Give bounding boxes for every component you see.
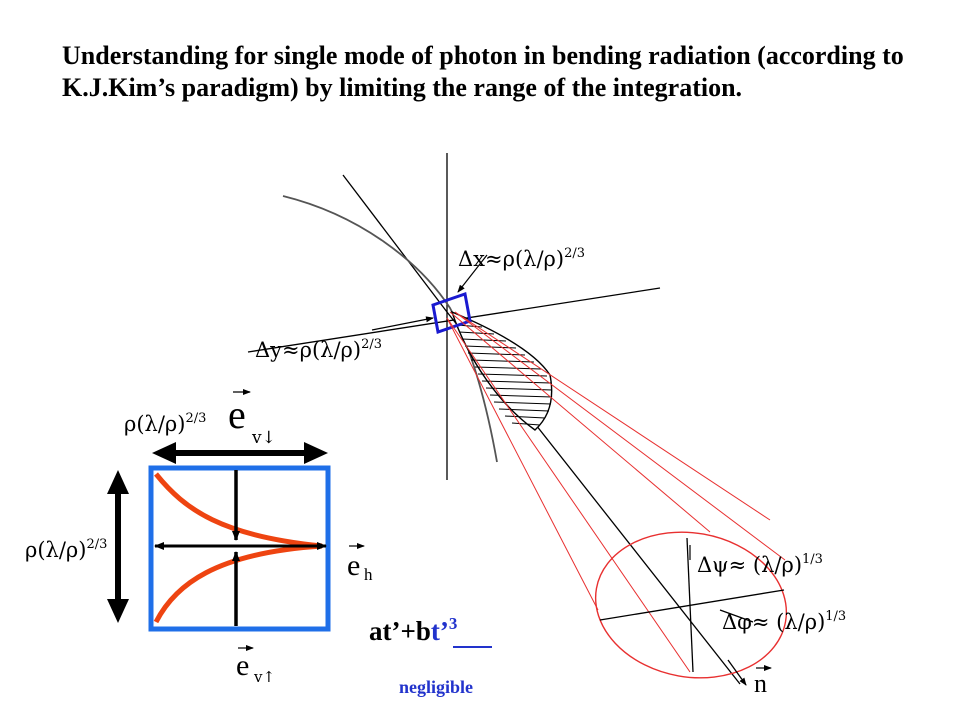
phase-expression: at’+bt’3 xyxy=(369,614,457,646)
svg-text:e: e xyxy=(236,649,249,682)
svg-text:e: e xyxy=(228,392,246,437)
electron-trajectory xyxy=(282,195,498,463)
width-label: ρ(λ/ρ)2/3 xyxy=(124,411,206,436)
n-label: n xyxy=(754,665,772,698)
upper-red-curve xyxy=(154,472,323,549)
dx-label: Δx≈ρ(λ/ρ)2/3 xyxy=(458,246,585,271)
dphi-label: Δφ≈ (λ/ρ)1/3 xyxy=(722,609,846,634)
dphi-leader-arrow xyxy=(719,609,754,623)
height-label: ρ(λ/ρ)2/3 xyxy=(25,537,107,562)
svg-text:e: e xyxy=(347,549,360,582)
dpsi-label: Δψ≈ (λ/ρ)1/3 xyxy=(697,552,823,577)
svg-text:n: n xyxy=(754,669,767,698)
ellipse-horizontal-axis xyxy=(599,589,785,621)
lower-red-curve xyxy=(153,543,323,624)
dy-leader-arrow xyxy=(371,316,434,331)
polarization-box xyxy=(148,465,331,632)
source-box xyxy=(431,292,472,334)
ev-down-label: e v↓ xyxy=(228,389,276,448)
radiation-cone-hatching xyxy=(456,324,553,426)
svg-text:h: h xyxy=(364,565,373,584)
dy-label: Δy≈ρ(λ/ρ)2/3 xyxy=(255,337,382,362)
ev-up-label: e v↑ xyxy=(236,645,275,686)
radiation-rays xyxy=(446,311,786,673)
detector-ellipse xyxy=(594,531,788,679)
tangent-line xyxy=(342,174,448,313)
dx-leader-arrow xyxy=(457,254,488,293)
page-title: Understanding for single mode of photon … xyxy=(62,41,904,102)
eh-label: e h xyxy=(347,543,373,584)
negligible-label: negligible xyxy=(399,677,473,697)
radiation-cone-outline xyxy=(450,310,553,431)
svg-text:v↓: v↓ xyxy=(251,428,276,448)
svg-text:v↑: v↑ xyxy=(253,668,275,686)
n-vector-arrow xyxy=(727,659,747,686)
